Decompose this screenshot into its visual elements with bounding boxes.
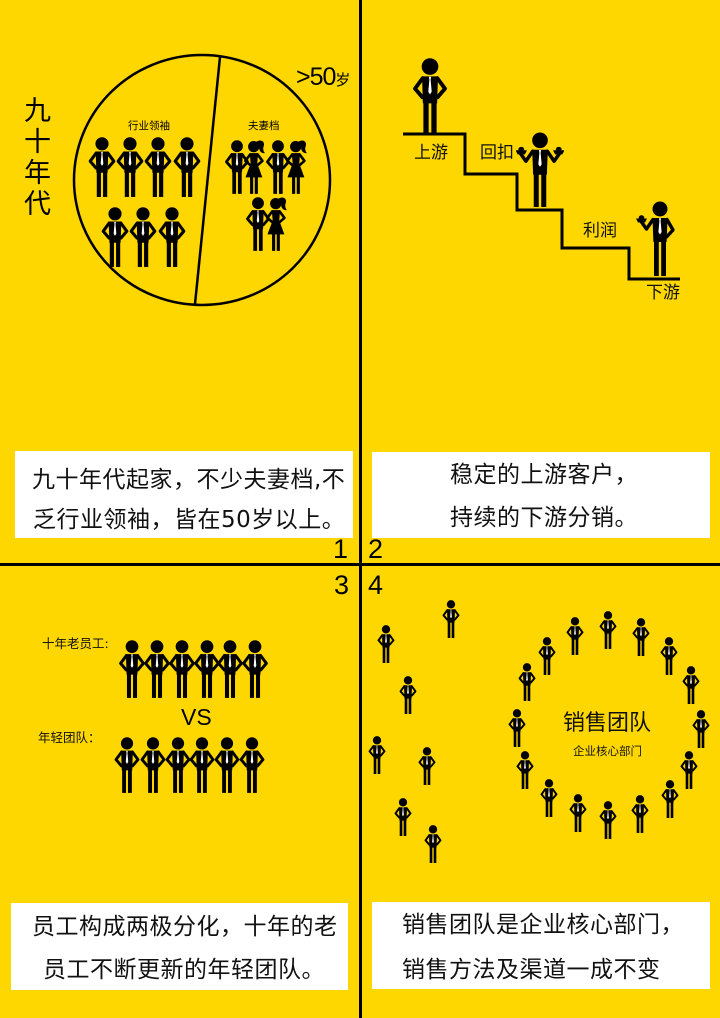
businesswoman-icon [265,197,289,251]
veteran-staff-row [119,640,268,698]
caption-line: 稳定的上游客户， [450,462,638,488]
young-team-row [114,737,265,793]
businessman-icon [101,207,129,267]
caption-box-3: 员工构成两极分化，十年的老 员工不断更新的年轻团队。 [11,903,348,990]
businessman-icon [599,611,617,649]
young-team-label: 年轻团队： [38,730,101,745]
caption-line: 乏行业领袖，皆在50岁以上。 [33,507,346,533]
upstream-label: 上游 [414,143,448,163]
businessman-icon [129,207,157,267]
scattered-staff-group [368,600,460,863]
businessman-icon [377,625,395,663]
sales-team-title: 销售团队 [563,711,652,736]
panel-number-3: 3 [334,570,350,600]
businessman-icon [682,666,700,704]
businessman-icon [599,801,617,839]
businessman-icon [442,600,460,638]
businessman-icon [518,663,536,701]
businessman-icon [418,747,436,785]
businessman-icon [680,751,698,789]
sales-team-subtitle: 企业核心部门 [573,744,642,758]
businessman-icon [225,140,249,194]
caption-box-2: 稳定的上游客户， 持续的下游分销。 [372,452,710,538]
businessman-icon [158,207,186,267]
businessman-icon [394,798,412,836]
businessman-icon [88,137,116,197]
age-label: >50岁 [296,63,350,92]
circle-divider-line [193,56,222,305]
businessman-icon [246,197,270,251]
group-circle [72,53,332,307]
businessman-icon [632,618,650,656]
businessman-icon [173,137,201,197]
horizontal-divider [0,563,720,566]
businessman-icon [569,794,587,832]
staircase-line [403,132,680,281]
businessman-icon [144,137,172,197]
age-unit: 岁 [335,72,351,89]
businessman-icon [266,140,290,194]
caption-box-4: 销售团队是企业核心部门， 销售方法及渠道一成不变 [372,902,710,989]
businessman-icon [566,617,584,655]
businessman-icon [368,736,386,774]
businessman-icon [165,737,191,793]
businessman-icon [692,710,710,748]
caption-box-1: 九十年代起家，不少夫妻档,不 乏行业领袖，皆在50岁以上。 [15,451,353,538]
businessman-icon [239,737,265,793]
caption-line: 持续的下游分销。 [450,505,638,531]
businessman-icon [194,640,220,698]
industry-leaders-group [88,137,201,267]
downstream-label: 下游 [646,283,680,303]
era-label: 九十年代 [19,96,50,220]
caption-line: 员工构成两极分化，十年的老 [32,914,338,940]
kickback-label: 回扣 [480,143,514,163]
businessman-icon [661,780,679,818]
businessman-icon [214,737,240,793]
profit-label: 利润 [583,221,617,241]
veteran-staff-label: 十年老员工: [42,636,109,651]
businessman-icon [516,751,534,789]
businessman-icon [169,640,195,698]
upstream-businessman-icon [413,58,447,134]
businessman-icon [217,640,243,698]
industry-leaders-label: 行业领袖 [128,120,170,132]
businesswoman-icon [285,140,309,194]
businessman-icon [242,640,268,698]
caption-line: 员工不断更新的年轻团队。 [43,957,325,983]
businesswoman-icon [243,140,267,194]
businessman-icon [631,795,649,833]
couples-group [225,140,309,251]
businessman-icon [114,737,140,793]
vertical-divider [359,0,362,1018]
age-value: >50 [296,63,336,91]
businessman-icon [424,825,442,863]
panel-number-1: 1 [333,534,349,564]
businessman-icon [660,637,678,675]
versus-label: VS [181,704,212,730]
downstream-businessman-with-ingot-icon [636,201,675,276]
businessman-icon [116,137,144,197]
caption-line: 九十年代起家，不少夫妻档,不 [32,467,346,493]
businessman-icon [508,709,526,747]
businessman-icon [540,779,558,817]
businessman-icon [119,640,145,698]
businessman-icon [140,737,166,793]
panel-number-2: 2 [368,534,384,564]
businessman-icon [144,640,170,698]
couples-label: 夫妻档 [248,120,280,132]
caption-line: 销售团队是企业核心部门， [402,912,684,938]
businessman-icon [399,676,417,714]
panel-number-4: 4 [368,570,384,600]
businessman-icon [538,637,556,675]
businessman-with-ingots-icon [516,132,564,207]
businessman-icon [189,737,215,793]
caption-line: 销售方法及渠道一成不变 [402,957,661,983]
